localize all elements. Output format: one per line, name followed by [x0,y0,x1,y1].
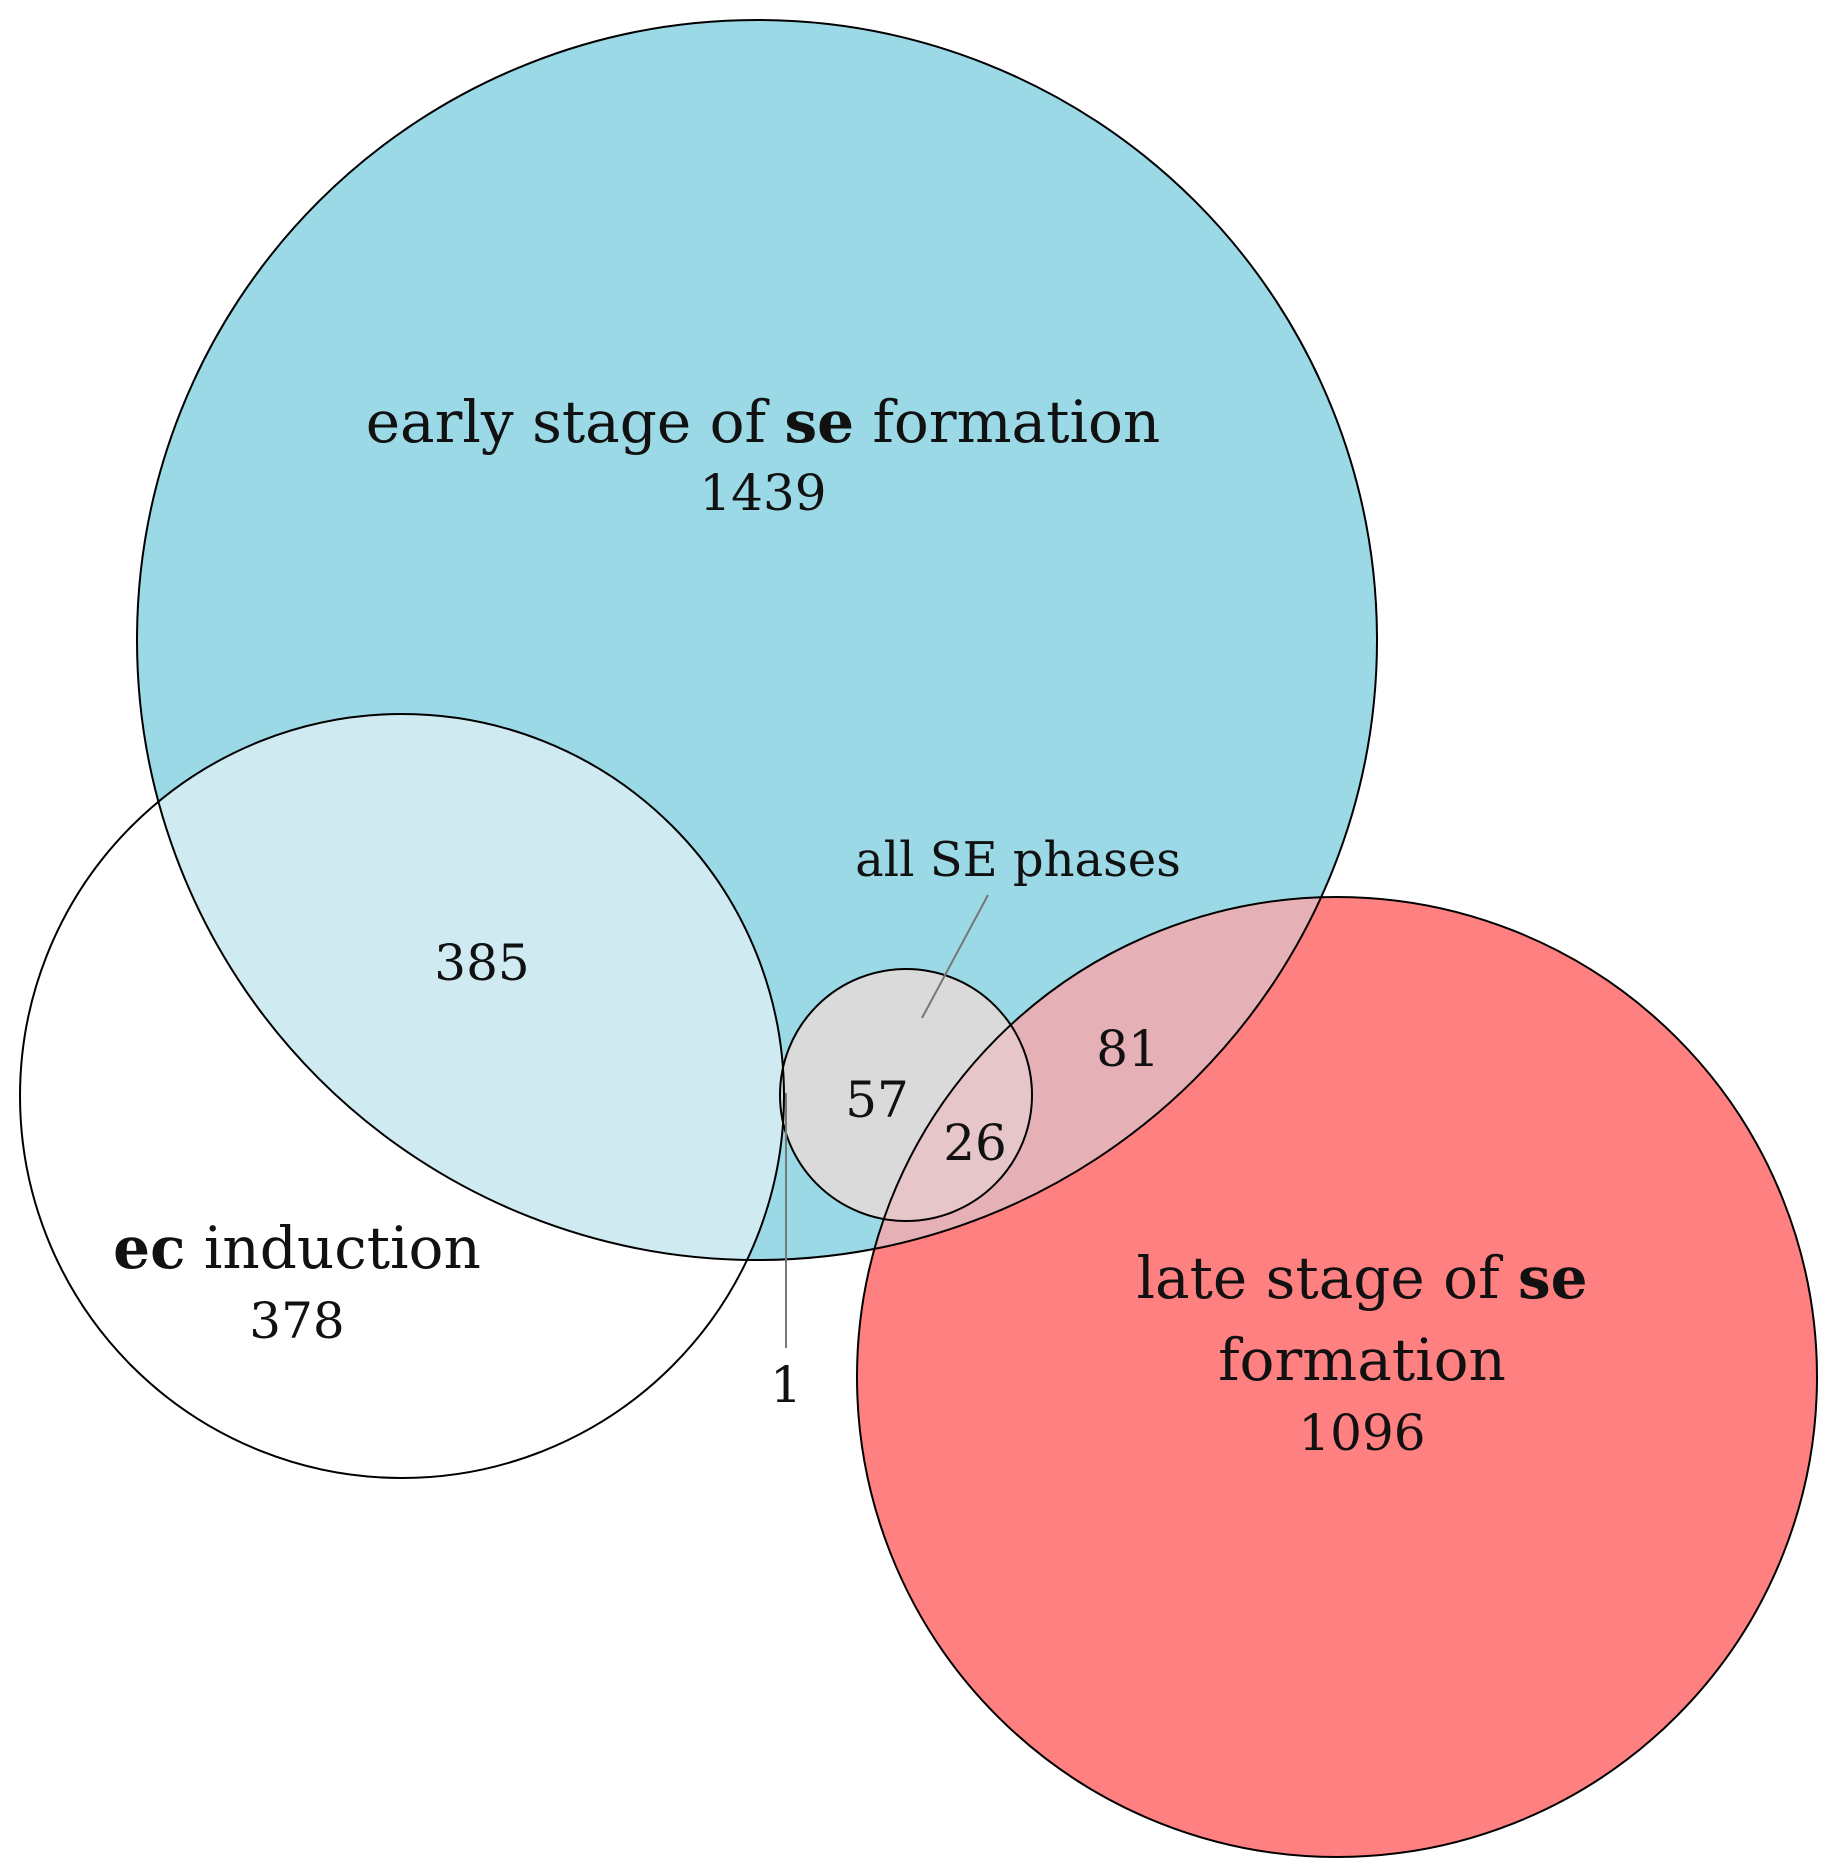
early-ec-count: 385 [434,934,529,992]
early-stage-outline [136,19,1378,1261]
early-late-count: 81 [1096,1020,1160,1078]
all-late-count: 26 [943,1114,1007,1172]
all-phases-outline [779,968,1033,1222]
late-stage-label: late stage of se [1136,1244,1587,1312]
all-early-count: 57 [845,1071,909,1129]
late-stage-count: 1096 [1298,1404,1425,1462]
late-stage-outline [856,896,1818,1858]
early-ec-overlap [137,714,784,1260]
all-phases-label: all SE phases [855,832,1181,888]
ec-all-count: 1 [770,1356,802,1414]
all-phases-leader [921,894,989,1019]
ec-induction-label: ec induction [113,1214,481,1282]
ec-induction-count: 378 [249,1292,344,1350]
late-stage-label-line2: formation [1218,1326,1506,1394]
early-stage-count: 1439 [699,464,826,522]
early-late-overlap [857,897,1377,1260]
early-stage-label: early stage of se formation [366,388,1161,456]
ec-induction-outline [19,713,785,1479]
